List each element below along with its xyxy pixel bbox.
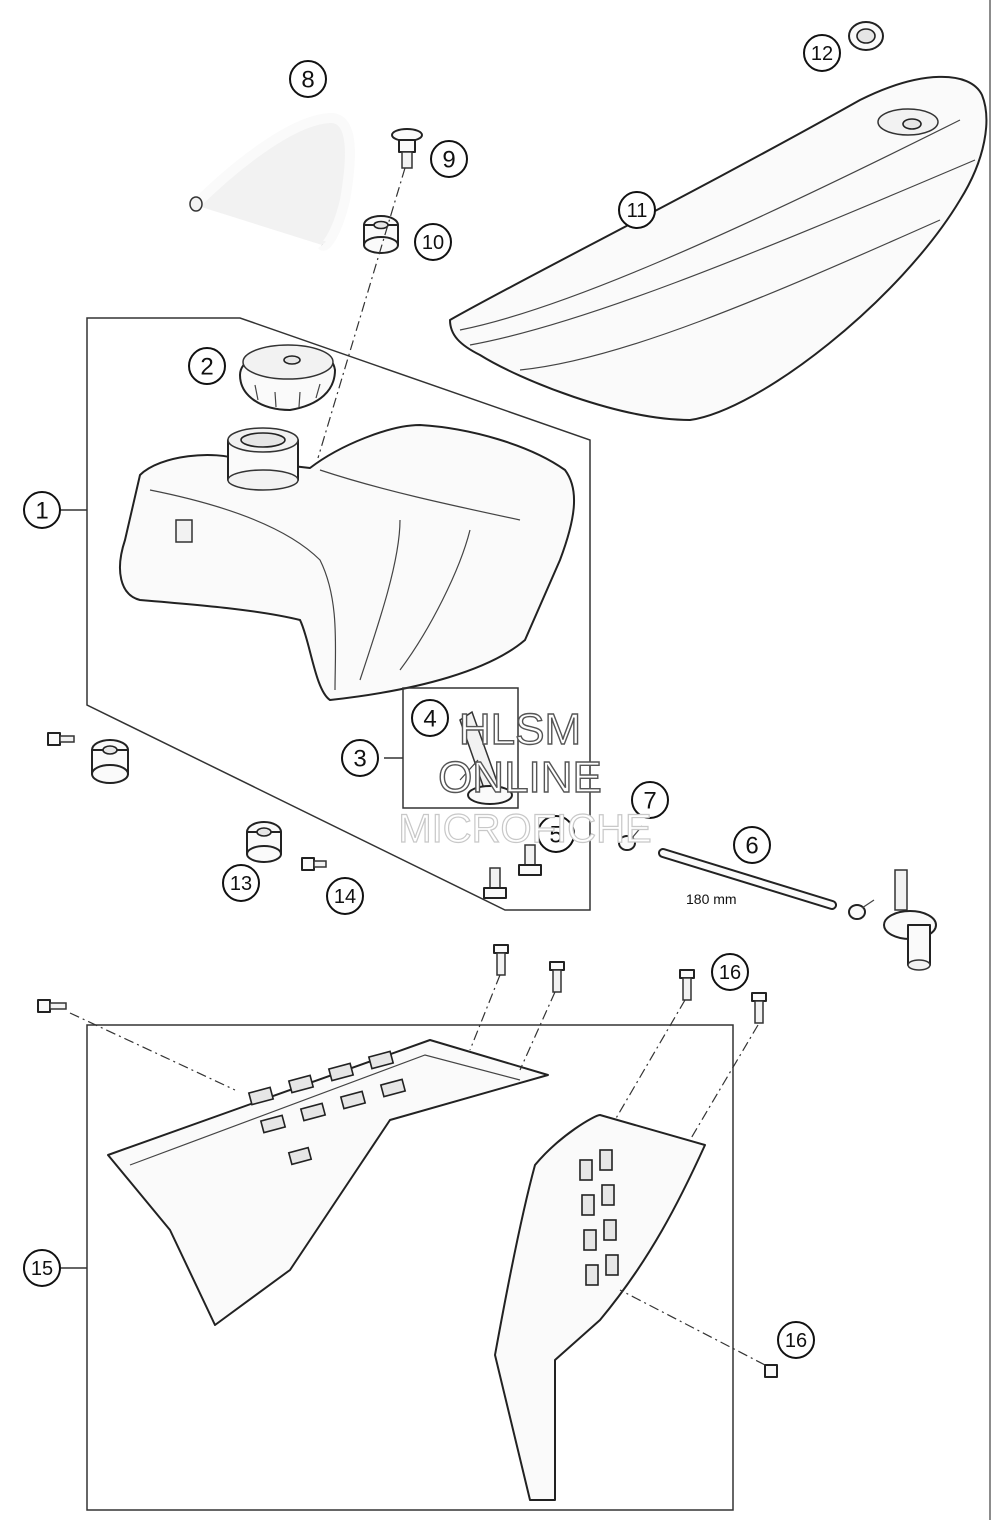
filler-cap-part xyxy=(239,344,336,411)
callout-16-bottom: 16 xyxy=(777,1321,815,1359)
svg-text:ONLINE: ONLINE xyxy=(438,753,602,802)
callout-5: 5 xyxy=(537,815,575,853)
svg-text:8: 8 xyxy=(301,67,314,94)
callout-10: 10 xyxy=(414,223,452,261)
skid-plate-right-part xyxy=(494,1114,706,1501)
callout-3: 3 xyxy=(341,739,379,777)
callout-4: 4 xyxy=(411,699,449,737)
svg-text:10: 10 xyxy=(422,232,444,254)
fuel-tap-part xyxy=(459,710,513,805)
svg-text:11: 11 xyxy=(627,200,648,222)
callout-8: 8 xyxy=(289,60,327,98)
mount-bolt-part xyxy=(47,732,327,871)
callout-13: 13 xyxy=(222,864,260,902)
watermark: HLSM ONLINE MICROFICHE xyxy=(398,704,653,851)
tap-screw-part xyxy=(483,844,542,899)
callout-2: 2 xyxy=(188,347,226,385)
svg-text:14: 14 xyxy=(334,886,356,908)
petcock-part xyxy=(883,869,937,971)
callout-14: 14 xyxy=(326,877,364,915)
seat-cap-part xyxy=(848,21,884,51)
fuel-tank-part xyxy=(119,424,576,701)
callout-15: 15 xyxy=(23,1249,61,1287)
hose-clamp-part xyxy=(618,825,875,920)
fuel-tap-subframe xyxy=(402,687,519,809)
svg-text:9: 9 xyxy=(442,147,455,174)
skid-plate-frame xyxy=(86,1024,734,1511)
svg-text:1: 1 xyxy=(35,498,48,525)
svg-text:15: 15 xyxy=(31,1258,53,1280)
svg-text:3: 3 xyxy=(353,746,366,773)
skid-plate-left-part xyxy=(107,1039,549,1326)
callout-6: 6 xyxy=(733,826,771,864)
skid-plate-bolt-part xyxy=(37,944,778,1378)
svg-text:MICROFICHE: MICROFICHE xyxy=(398,807,651,851)
callout-9: 9 xyxy=(430,140,468,178)
svg-text:16: 16 xyxy=(785,1330,807,1352)
svg-text:12: 12 xyxy=(811,43,833,65)
svg-text:2: 2 xyxy=(200,354,213,381)
skid-guide-lines xyxy=(69,974,766,1366)
grommet-part xyxy=(363,215,399,254)
callout-12: 12 xyxy=(803,34,841,72)
tank-assembly-frame xyxy=(86,317,591,911)
fuel-line-part xyxy=(658,848,837,910)
svg-text:5: 5 xyxy=(549,822,562,849)
svg-text:HLSM: HLSM xyxy=(459,705,581,754)
callout-1: 1 xyxy=(23,491,61,529)
vent-valve-part xyxy=(391,128,423,169)
fuel-hose-part xyxy=(189,113,355,251)
callout-7: 7 xyxy=(631,781,669,819)
svg-text:4: 4 xyxy=(423,706,436,733)
svg-text:13: 13 xyxy=(230,873,252,895)
seat-part xyxy=(449,75,988,421)
rubber-mount-part xyxy=(91,739,282,863)
hose-length-label: 180 mm xyxy=(686,891,737,907)
svg-text:7: 7 xyxy=(643,788,656,815)
callout-16-top: 16 xyxy=(711,953,749,991)
svg-text:6: 6 xyxy=(745,833,758,860)
svg-text:16: 16 xyxy=(719,962,741,984)
callout-11: 11 xyxy=(618,191,656,229)
